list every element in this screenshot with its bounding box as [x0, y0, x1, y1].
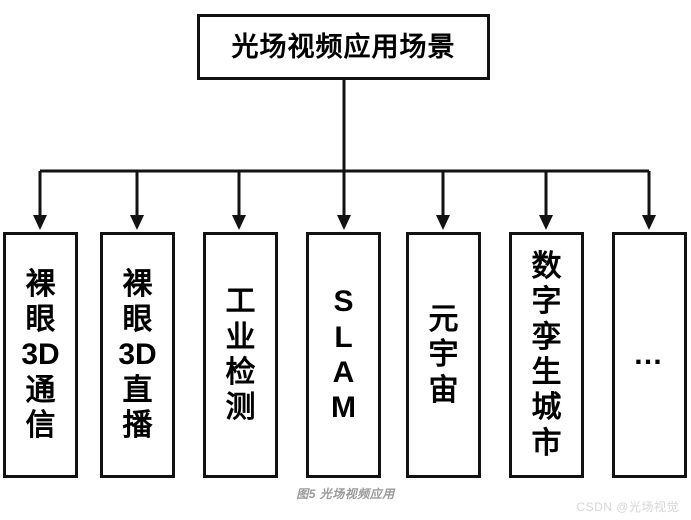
leaf-node-industrial-inspection: 工 业 检 测: [203, 232, 278, 478]
root-node: 光场视频应用场景: [197, 14, 490, 80]
arrow-head-1: [33, 215, 47, 230]
leaf-node-label: 裸 眼 3D 通 信: [21, 267, 60, 443]
arrow-head-3: [232, 215, 246, 230]
arrow-head-6: [539, 215, 553, 230]
leaf-node-slam: S L A M: [306, 232, 381, 478]
leaf-node-more-ellipsis: …: [612, 232, 687, 478]
leaf-node-label: 工 业 检 测: [225, 285, 256, 425]
leaf-node-label: S L A M: [331, 285, 356, 425]
arrow-head-5: [436, 215, 450, 230]
watermark: CSDN @光场视觉: [576, 500, 679, 514]
leaf-node-label: 元 宇 宙: [428, 302, 459, 407]
root-node-label: 光场视频应用场景: [231, 31, 456, 62]
leaf-node-label: 裸 眼 3D 直 播: [118, 267, 157, 443]
leaf-node-metaverse: 元 宇 宙: [406, 232, 481, 478]
leaf-node-label: …: [633, 338, 666, 371]
leaf-node-digital-twin-city: 数 字 孪 生 城 市: [509, 232, 584, 478]
leaf-node-naked-eye-3d-livestream: 裸 眼 3D 直 播: [100, 232, 175, 478]
figure-caption: 图5 光场视频应用: [296, 487, 395, 501]
arrow-head-7: [642, 215, 656, 230]
leaf-node-naked-eye-3d-communication: 裸 眼 3D 通 信: [3, 232, 78, 478]
arrow-head-4: [337, 215, 351, 230]
leaf-node-label: 数 字 孪 生 城 市: [531, 249, 562, 460]
arrow-head-2: [130, 215, 144, 230]
